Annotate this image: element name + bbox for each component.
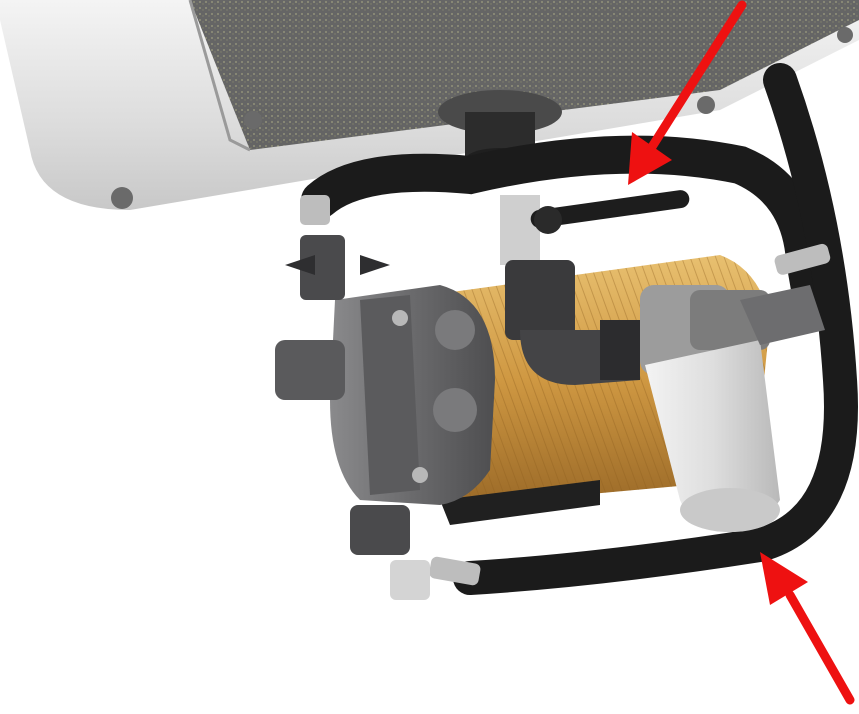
outlet-elbow [390,560,430,600]
pump-head [275,235,495,600]
bolt-icon [392,310,408,326]
bolt-icon [837,27,853,43]
right-hose [453,63,858,595]
hose-clamp [300,195,330,225]
arrow-bottom [760,552,855,705]
bolt-icon [412,467,428,483]
bolt-icon [111,187,133,209]
arrow-top [628,0,747,185]
tank-body [0,0,859,210]
elbow-fitting [505,260,640,385]
ball-valve [500,190,690,265]
filter-housing [640,285,780,532]
valve-handle [530,190,690,228]
outlet-fitting [350,505,410,555]
pressure-switch [275,340,345,400]
tank-foam-liner [190,0,859,150]
hose-clamp [774,243,831,275]
right-elbow [740,285,825,345]
upper-hose [301,135,831,319]
hose-clamp [429,556,481,586]
bolt-icon [244,111,262,129]
inlet-fitting [300,235,345,300]
filter-cup [645,340,780,530]
bolt-icon [697,96,715,114]
